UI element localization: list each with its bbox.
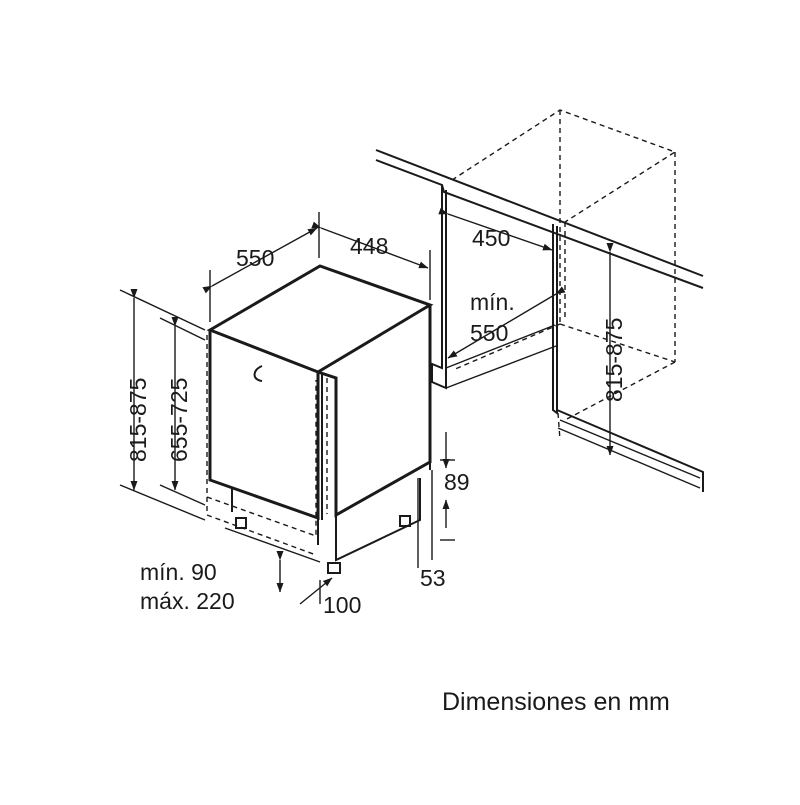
dishwasher-side bbox=[317, 305, 432, 518]
plinth-upper-label: 89 bbox=[444, 469, 470, 495]
niche-depth-min-value: 550 bbox=[470, 320, 508, 346]
foot-offset-dim: 100 bbox=[299, 577, 361, 618]
niche-dashed-outline bbox=[451, 109, 677, 441]
niche-right-post bbox=[552, 224, 558, 415]
overall-height-ext-top bbox=[119, 289, 206, 331]
width-dim: 448 bbox=[311, 212, 431, 300]
niche-right-base-inner bbox=[559, 419, 701, 479]
niche-depth-min-label: mín. bbox=[470, 289, 515, 315]
dishwasher-top bbox=[206, 264, 434, 374]
niche-right-base bbox=[556, 409, 704, 492]
width-label: 448 bbox=[350, 233, 388, 259]
overall-height-dim: 815-875 bbox=[119, 289, 206, 521]
niche-left-panel bbox=[431, 185, 447, 390]
overall-height-ext-bottom bbox=[119, 484, 206, 521]
countertop-edge-upper bbox=[375, 149, 704, 277]
overall-height-label: 815-875 bbox=[125, 378, 151, 462]
plinth-lower-label: 53 bbox=[420, 565, 446, 591]
depth-label: 550 bbox=[236, 245, 274, 271]
kitchen-niche bbox=[375, 109, 704, 492]
niche-width-label: 450 bbox=[472, 225, 510, 251]
plinth-right-dim: 89 53 bbox=[417, 432, 470, 591]
foot-back-right bbox=[399, 515, 411, 527]
dishwasher bbox=[206, 264, 434, 574]
door-height-dim: 655-725 bbox=[159, 317, 206, 506]
dishwasher-base bbox=[231, 462, 431, 562]
door-handle bbox=[253, 365, 263, 382]
niche-height-label: 815-875 bbox=[601, 318, 627, 402]
plinth-gap-dim: mín. 90 máx. 220 bbox=[140, 527, 321, 614]
foot-front-right bbox=[327, 562, 341, 574]
plinth-gap-min-label: mín. 90 bbox=[140, 559, 217, 585]
foot-offset-label: 100 bbox=[323, 592, 361, 618]
plinth-dashed bbox=[206, 497, 317, 556]
door-height-ext-top bbox=[159, 317, 206, 341]
foot-front-left bbox=[235, 517, 247, 529]
niche-floor-line bbox=[557, 427, 701, 489]
plinth-gap-max-label: máx. 220 bbox=[140, 588, 235, 614]
niche-depth-dim: mín. 550 bbox=[447, 286, 566, 359]
units-caption: Dimensiones en mm bbox=[442, 688, 670, 716]
door-panel-outline bbox=[206, 335, 317, 537]
niche-width-dim: 450 bbox=[438, 207, 553, 251]
plinth-gap-ext bbox=[224, 527, 321, 563]
depth-dim: 550 bbox=[202, 227, 318, 322]
door-height-ext-bottom bbox=[159, 484, 206, 506]
niche-height-dim: 815-875 bbox=[601, 243, 627, 456]
niche-left-base bbox=[445, 345, 557, 389]
door-height-label: 655-725 bbox=[166, 378, 192, 462]
countertop-edge-lower bbox=[375, 159, 704, 289]
dishwasher-front bbox=[208, 330, 320, 521]
